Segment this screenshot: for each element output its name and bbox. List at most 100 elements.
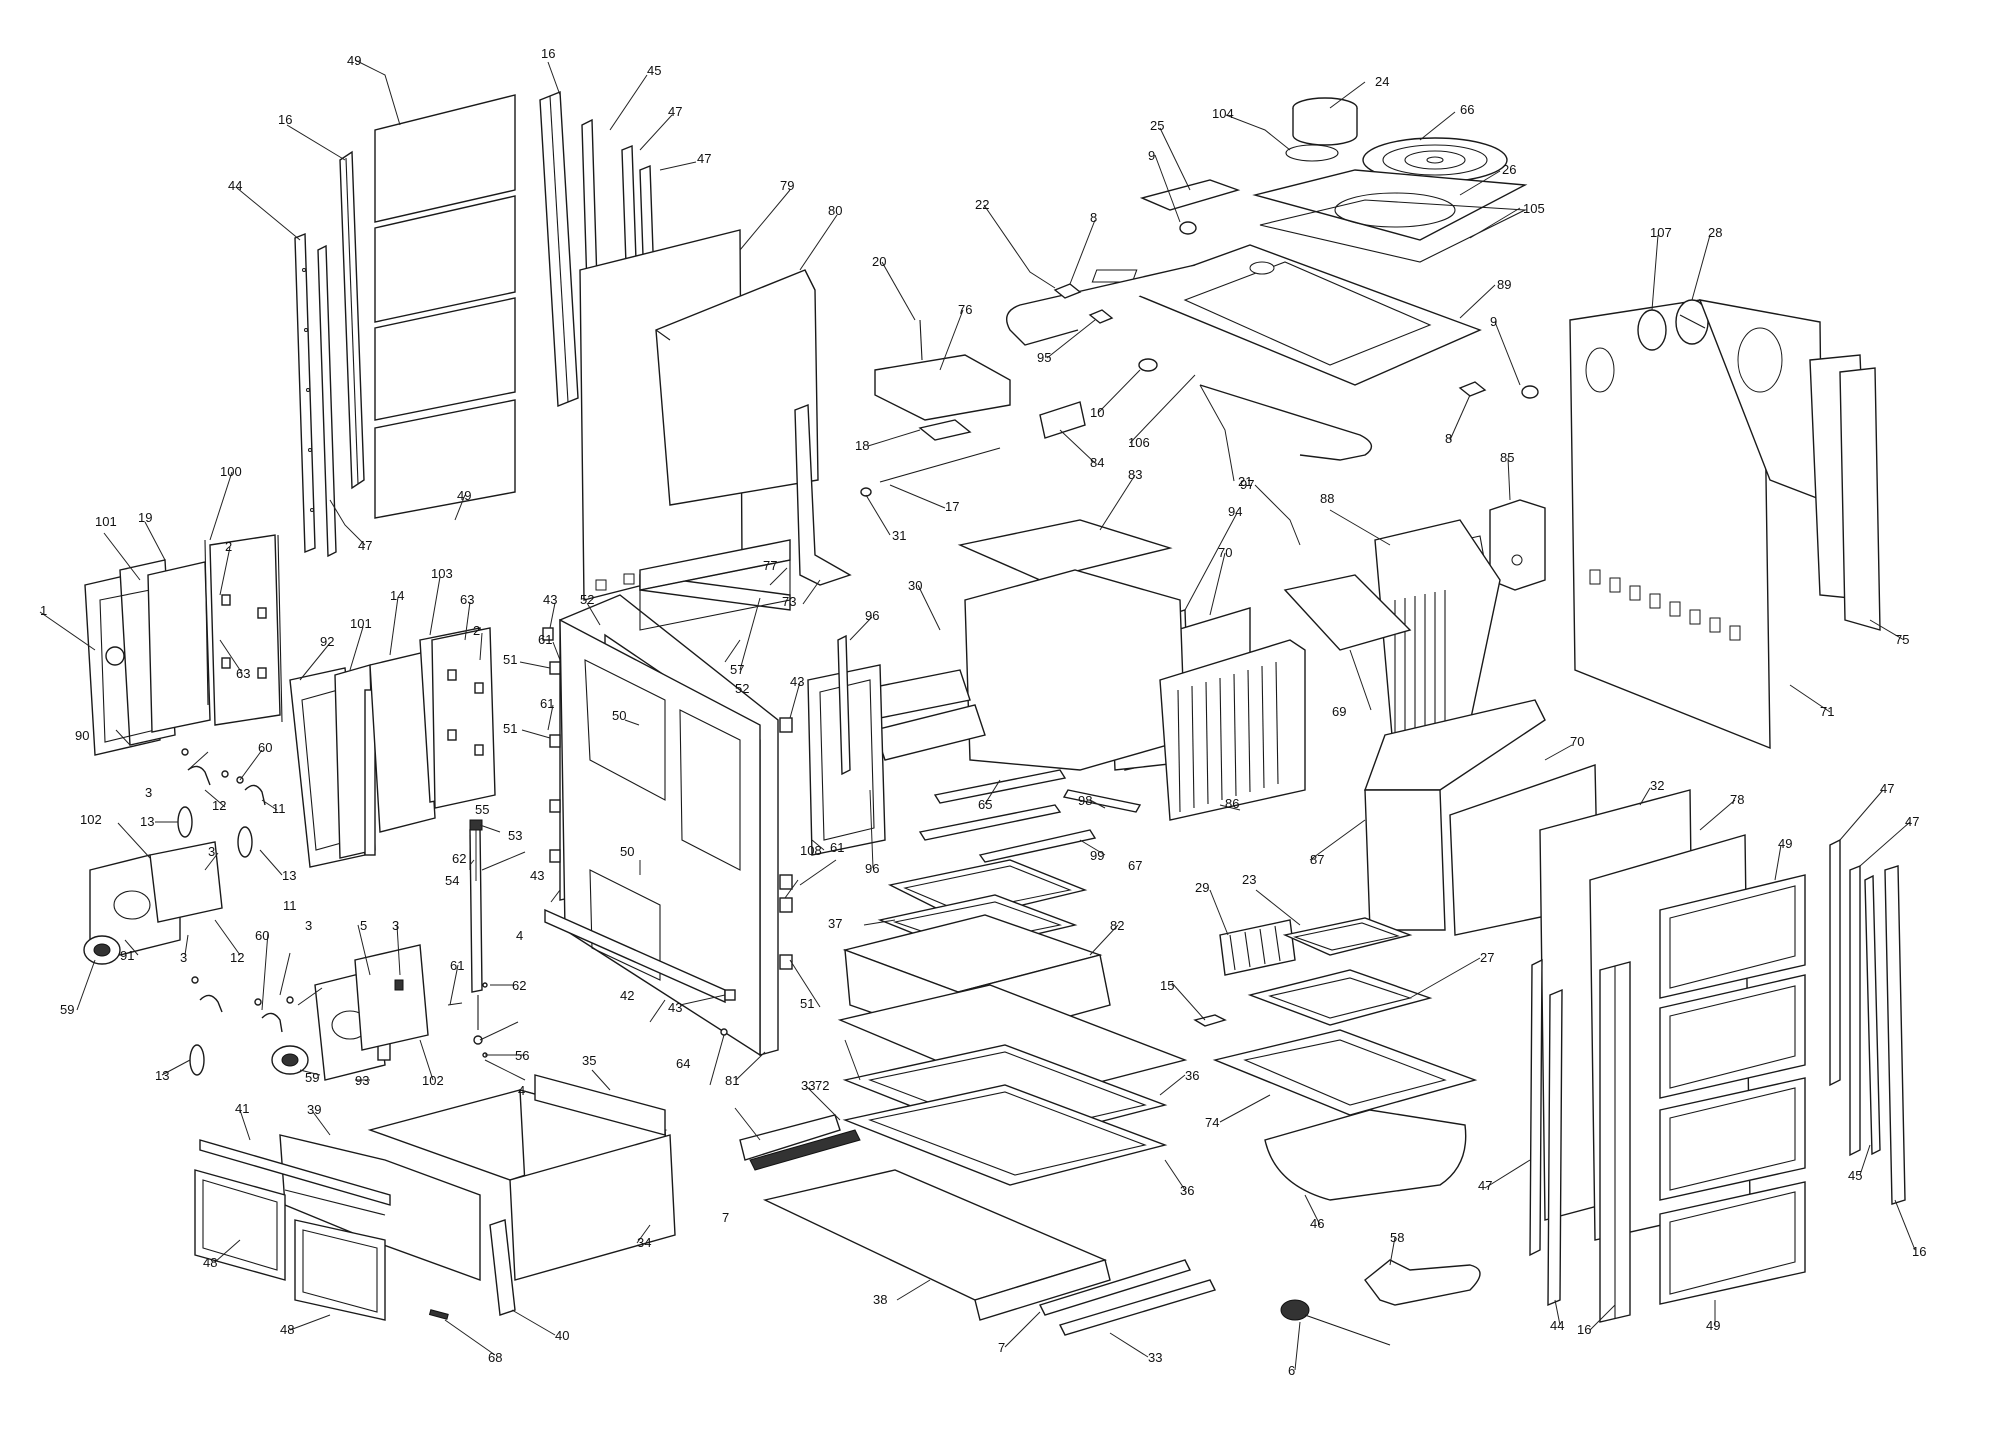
callout: 44 — [228, 178, 242, 193]
callout: 36 — [1180, 1183, 1194, 1198]
strip-65 — [933, 769, 1067, 804]
cross-bar-77 — [639, 539, 791, 631]
callout: 3 — [180, 950, 187, 965]
front-frame-81 — [559, 594, 779, 1057]
glove-58 — [1364, 1259, 1481, 1306]
callout: 12 — [230, 950, 244, 965]
bracket-18 — [918, 419, 972, 441]
callout: 62 — [512, 978, 526, 993]
callout: 51 — [800, 996, 814, 1011]
hinge-8-right — [1458, 381, 1487, 397]
callout: 72 — [815, 1078, 829, 1093]
hinge-8-left — [1053, 283, 1082, 299]
inner-door-panel — [209, 534, 281, 726]
callout: 5 — [360, 918, 367, 933]
callout: 11 — [272, 801, 286, 816]
callout: 47 — [1478, 1178, 1492, 1193]
callout: 46 — [1310, 1216, 1324, 1231]
left-rail-47 — [317, 244, 337, 558]
callout: 49 — [1706, 1318, 1720, 1333]
callout: 60 — [258, 740, 272, 755]
hinge-95 — [1088, 309, 1114, 324]
callout: 16 — [1577, 1322, 1591, 1337]
callout: 92 — [320, 634, 334, 649]
callout: 100 — [220, 464, 242, 479]
callout: 15 — [1160, 978, 1174, 993]
callout: 106 — [1128, 435, 1150, 450]
callout: 38 — [873, 1292, 887, 1307]
drawer-box-35-34 — [367, 1074, 676, 1281]
callout-labels: 49 16 45 47 47 16 44 79 80 47 49 24 104 … — [40, 46, 1926, 1378]
callout: 59 — [305, 1070, 319, 1085]
callout: 43 — [790, 674, 804, 689]
callout: 70 — [1570, 734, 1584, 749]
callout: 102 — [422, 1073, 444, 1088]
callout: 103 — [431, 566, 453, 581]
callout: 10 — [1090, 405, 1104, 420]
callout: 40 — [555, 1328, 569, 1343]
glass-19 — [147, 561, 211, 733]
panel-102 — [149, 841, 223, 923]
callout: 83 — [1128, 467, 1142, 482]
door-panel-63 — [431, 627, 496, 809]
callout: 49 — [457, 488, 471, 503]
callout: 101 — [95, 514, 117, 529]
back-panel-80 — [655, 269, 819, 506]
callout: 105 — [1523, 201, 1545, 216]
callout: 81 — [725, 1073, 739, 1088]
callout: 13 — [140, 814, 154, 829]
callout: 48 — [280, 1322, 294, 1337]
callout: 28 — [1708, 225, 1722, 240]
front-profile-16-right — [1884, 865, 1906, 1205]
callout: 80 — [828, 203, 842, 218]
callout: 13 — [282, 868, 296, 883]
base-tray-38 — [762, 1169, 1111, 1321]
callout: 104 — [1212, 106, 1234, 121]
callout: 50 — [620, 844, 634, 859]
leader-lines — [39, 59, 1916, 1371]
callout: 20 — [872, 254, 886, 269]
callout: 44 — [1550, 1318, 1564, 1333]
callout: 42 — [620, 988, 634, 1003]
callout: 26 — [1502, 162, 1516, 177]
glass-14 — [369, 651, 436, 833]
rod-17 — [879, 447, 1001, 483]
callout: 96 — [865, 861, 879, 876]
callout: 60 — [255, 928, 269, 943]
callout: 47 — [668, 104, 682, 119]
drawer-panels-48 — [194, 1169, 386, 1321]
lever-15 — [1193, 1014, 1227, 1027]
callout: 56 — [515, 1048, 529, 1063]
rack-36-lower — [842, 1084, 1168, 1186]
strip-99 — [918, 804, 1097, 863]
ash-pan-46 — [1264, 1109, 1467, 1201]
callout: 50 — [612, 708, 626, 723]
callout: 47 — [1880, 781, 1894, 796]
bracket-76 — [874, 354, 1011, 421]
callout: 3 — [305, 918, 312, 933]
callout: 43 — [668, 1000, 682, 1015]
callout: 68 — [488, 1350, 502, 1365]
callout: 91 — [120, 948, 134, 963]
front-rail-42 — [544, 908, 726, 1004]
callout: 61 — [540, 696, 554, 711]
left-corner-profile-16 — [339, 150, 365, 490]
callout: 48 — [203, 1255, 217, 1270]
callout: 16 — [541, 46, 555, 61]
air-spinner-59 — [83, 935, 309, 1075]
rear-cover-75 — [1809, 354, 1881, 631]
rail-21 — [1199, 384, 1373, 461]
callout: 32 — [1650, 778, 1664, 793]
callout: 89 — [1497, 277, 1511, 292]
gasket-100 — [204, 534, 283, 723]
callout: 24 — [1375, 74, 1389, 89]
callout: 9 — [1490, 314, 1497, 329]
callout: 49 — [1778, 836, 1792, 851]
callout: 1 — [40, 603, 47, 618]
front-panels-49 — [1659, 874, 1806, 1305]
callout: 7 — [998, 1340, 1005, 1355]
runner-7-lower-33 — [1039, 1259, 1216, 1336]
callout: 52 — [580, 592, 594, 607]
callout: 34 — [637, 1235, 651, 1250]
strip-96 — [837, 634, 851, 776]
